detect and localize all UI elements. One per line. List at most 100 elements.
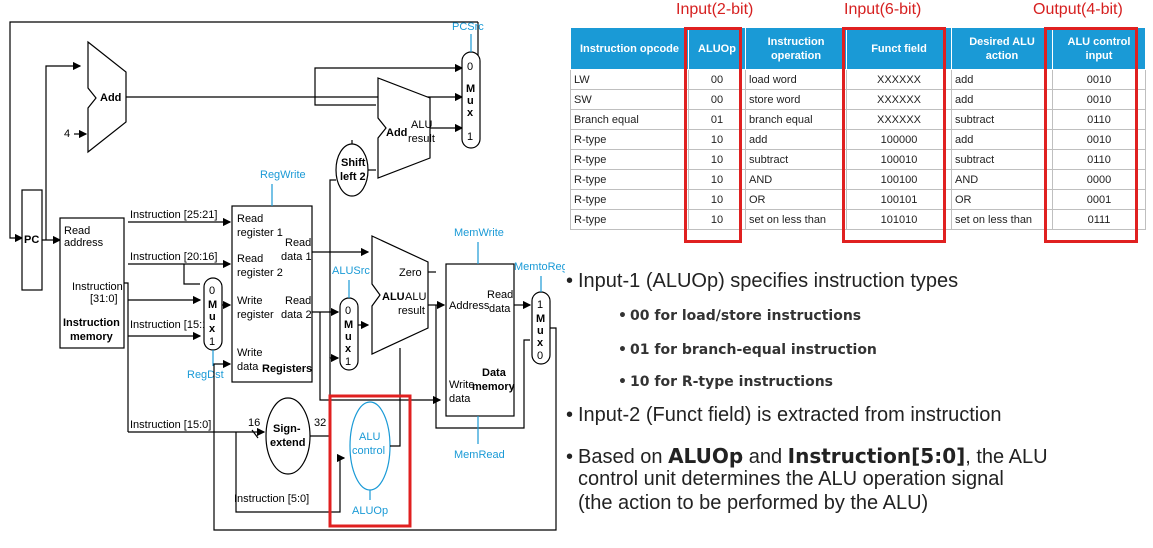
table-cell: branch equal: [745, 109, 847, 130]
read-address-1: Read: [64, 225, 90, 237]
output-4bit-label: Output(4-bit): [1033, 1, 1123, 18]
table-cell: 0000: [1052, 169, 1146, 190]
table-cell: add: [951, 129, 1053, 150]
table-cell: 0001: [1052, 189, 1146, 210]
table-cell: 00: [688, 89, 746, 110]
branch-result-label: result: [408, 133, 435, 145]
rr2-b: register 2: [237, 267, 283, 279]
alu-control-highlight: [328, 394, 412, 528]
shift-left-2: [335, 143, 369, 197]
alusrc-mux-u: u: [345, 331, 352, 343]
wr-a: Write: [237, 295, 262, 307]
memtoreg-mux-1: 1: [537, 299, 543, 311]
alusrc-mux-m: M: [344, 319, 353, 331]
table-cell: SW: [570, 89, 689, 110]
table-cell: OR: [951, 189, 1053, 210]
table-cell: 00: [688, 69, 746, 90]
alusrc-mux-0: 0: [345, 305, 351, 317]
table-cell: XXXXXX: [846, 69, 952, 90]
table-cell: 100101: [846, 189, 952, 210]
alu-res-1: ALU: [405, 291, 426, 303]
registers-label: Registers: [262, 363, 312, 375]
instr50-emphasis: Instruction[5:0]: [787, 444, 966, 468]
table-cell: 10: [688, 149, 746, 170]
input-6bit-label: Input(6-bit): [844, 1, 922, 18]
table-cell: AND: [745, 169, 847, 190]
register-file: [231, 205, 313, 383]
datapath-diagram: PC Add 4 Add ALU result 0 M u x 1 PCSrc …: [9, 21, 565, 531]
table-cell: 10: [688, 189, 746, 210]
table-cell: 0110: [1052, 109, 1146, 130]
table-cell: 10: [688, 209, 746, 230]
instr-mem-2: memory: [70, 331, 114, 343]
table-cell: store word: [745, 89, 847, 110]
alusrc-mux-x: x: [345, 343, 352, 355]
pc-adder: [87, 40, 127, 154]
col-funct: Funct field: [846, 27, 952, 70]
sixteen-label: 16: [248, 417, 260, 429]
memtoreg-mux-0: 0: [537, 350, 543, 362]
table-cell: 100000: [846, 129, 952, 150]
table-cell: set on less than: [745, 209, 847, 230]
rr1-b: register 1: [237, 227, 283, 239]
instr-mem-1: Instruction: [63, 317, 120, 329]
four-label: 4: [64, 128, 70, 140]
pcsrc-mux-m: M: [466, 83, 475, 95]
dm-1: Data: [482, 367, 507, 379]
aluc-2: control: [352, 445, 385, 457]
rd1-b: data 1: [281, 251, 312, 263]
table-cell: subtract: [951, 109, 1053, 130]
aluop-label: ALUOp: [352, 505, 388, 517]
address-label: Address: [449, 300, 490, 312]
rd2-a: Read: [285, 295, 311, 307]
regdst-mux-u: u: [209, 311, 216, 323]
dm-rd-2: data: [489, 303, 511, 315]
pcsrc-mux-1: 1: [467, 131, 473, 143]
instr-1511: Instruction [15:11]: [130, 319, 217, 331]
pc-label: PC: [24, 234, 39, 246]
table-cell: OR: [745, 189, 847, 210]
dm-2: memory: [472, 381, 516, 393]
table-cell: 0111: [1052, 209, 1146, 230]
instr-50: Instruction [5:0]: [234, 493, 309, 505]
table-cell: 100010: [846, 149, 952, 170]
table-cell: 100100: [846, 169, 952, 190]
read-address-2: address: [64, 237, 104, 249]
regdst-mux-x: x: [209, 323, 216, 335]
col-opcode: Instruction opcode: [570, 27, 689, 70]
table-cell: R-type: [570, 189, 689, 210]
memtoreg-mux-x: x: [537, 337, 544, 349]
main-alu: [371, 235, 429, 355]
instr-2521: Instruction [25:21]: [130, 209, 217, 221]
table-cell: XXXXXX: [846, 109, 952, 130]
input-2bit-label: Input(2-bit): [676, 1, 754, 18]
alu-label: ALU: [382, 291, 405, 303]
regdst-label: RegDst: [187, 369, 224, 381]
alusrc-mux-1: 1: [345, 356, 351, 368]
note-sub3: •10 for R-type instructions: [618, 374, 834, 390]
wd-b: data: [237, 361, 259, 373]
note-based-on: •Based on ALUOp and Instruction[5:0], th…: [566, 444, 1048, 468]
branch-add-label: Add: [386, 127, 407, 139]
rd2-b: data 2: [281, 309, 312, 321]
regdst-mux-0: 0: [209, 285, 215, 297]
table-cell: add: [951, 69, 1053, 90]
regwrite-label: RegWrite: [260, 169, 306, 181]
table-cell: LW: [570, 69, 689, 90]
aluc-1: ALU: [359, 431, 380, 443]
table-cell: R-type: [570, 209, 689, 230]
branch-adder: [377, 77, 431, 179]
table-cell: XXXXXX: [846, 89, 952, 110]
note-line3: (the action to be performed by the ALU): [578, 492, 929, 514]
table-cell: R-type: [570, 129, 689, 150]
rd1-a: Read: [285, 237, 311, 249]
zero-label: Zero: [399, 267, 422, 279]
branch-alu-label: ALU: [411, 119, 432, 131]
thirtytwo-label: 32: [314, 417, 326, 429]
alu-control-table: Instruction opcode ALUOp Instruction ope…: [570, 27, 1146, 230]
shift-label-2: left 2: [340, 171, 366, 183]
